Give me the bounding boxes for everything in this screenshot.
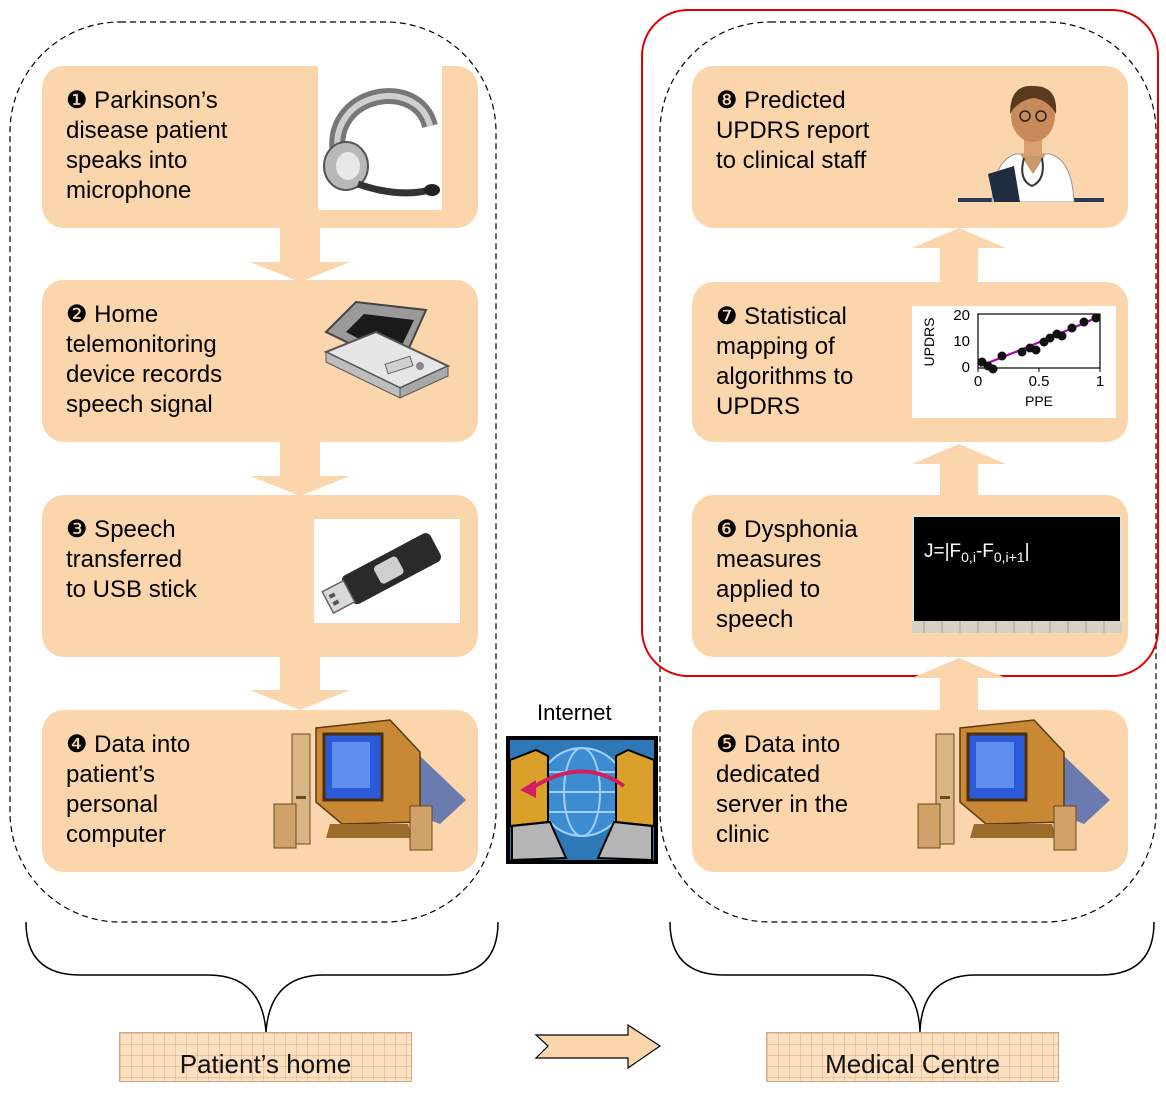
chart-xlabel: PPE	[1025, 393, 1053, 409]
chart-ytick-10: 10	[953, 333, 970, 350]
arrow-5-to-6	[912, 658, 1006, 710]
regression-chart-icon: 20 10 0 0 0.5 1 PPE UPDRS	[912, 306, 1116, 418]
step-2-box: ❷ Home telemonitoring device records spe…	[42, 280, 478, 442]
arrow-7-to-8	[912, 228, 1006, 282]
server-computer-icon	[917, 719, 1110, 851]
arrow-1-to-2	[250, 228, 350, 282]
medical-centre-label: Medical Centre	[766, 1032, 1059, 1082]
internet-globe-icon	[506, 736, 658, 864]
step-1-box: ❶ Parkinson’s disease patient speaks int…	[42, 66, 478, 228]
step-8-text: ❽ Predicted UPDRS report to clinical sta…	[716, 87, 870, 174]
chart-xtick-1: 1	[1096, 373, 1104, 390]
chart-ytick-0: 0	[962, 359, 970, 376]
step-4-text: ❹ Data into patient’s personal computer	[66, 731, 191, 848]
recording-device-icon	[323, 300, 451, 399]
home-brace	[25, 921, 499, 1033]
centre-brace	[669, 921, 1155, 1033]
step-6-text: ❻ Dysphonia measures applied to speech	[716, 516, 858, 633]
chart-xtick-05: 0.5	[1029, 373, 1050, 390]
home-region-outline	[9, 21, 497, 923]
chart-ylabel: UPDRS	[921, 317, 937, 366]
step-5-text: ❺ Data into dedicated server in the clin…	[716, 731, 849, 848]
analysis-highlight	[641, 9, 1159, 677]
step-1-text: ❶ Parkinson’s disease patient speaks int…	[66, 87, 228, 204]
arrow-2-to-3	[250, 442, 350, 496]
headset-icon	[318, 66, 442, 210]
step-4-box: ❹ Data into patient’s personal computer	[42, 710, 478, 872]
arrow-6-to-7	[912, 444, 1006, 495]
internet-label: Internet	[537, 700, 612, 725]
step-7-text: ❼ Statistical mapping of algorithms to U…	[716, 303, 854, 420]
usb-stick-icon	[314, 519, 460, 623]
chart-xtick-0: 0	[974, 373, 982, 390]
blackboard-icon: J=|F0,i-F0,i+1|	[912, 515, 1122, 633]
step-3-box: ❸ Speech transferred to USB stick	[42, 495, 478, 657]
step-8-box: ❽ Predicted UPDRS report to clinical sta…	[692, 66, 1128, 228]
step-2-text: ❷ Home telemonitoring device records spe…	[66, 301, 223, 418]
flow-arrow	[534, 1023, 662, 1070]
step-7-box: ❼ Statistical mapping of algorithms to U…	[692, 282, 1128, 442]
step-6-box: ❻ Dysphonia measures applied to speech J…	[692, 495, 1128, 657]
computer-icon	[273, 719, 466, 851]
arrow-3-to-4	[250, 657, 350, 710]
step-3-text: ❸ Speech transferred to USB stick	[66, 516, 197, 603]
chart-ytick-20: 20	[953, 307, 970, 324]
step-5-box: ❺ Data into dedicated server in the clin…	[692, 710, 1128, 872]
patients-home-label: Patient’s home	[119, 1032, 412, 1082]
clinician-icon	[958, 85, 1104, 202]
